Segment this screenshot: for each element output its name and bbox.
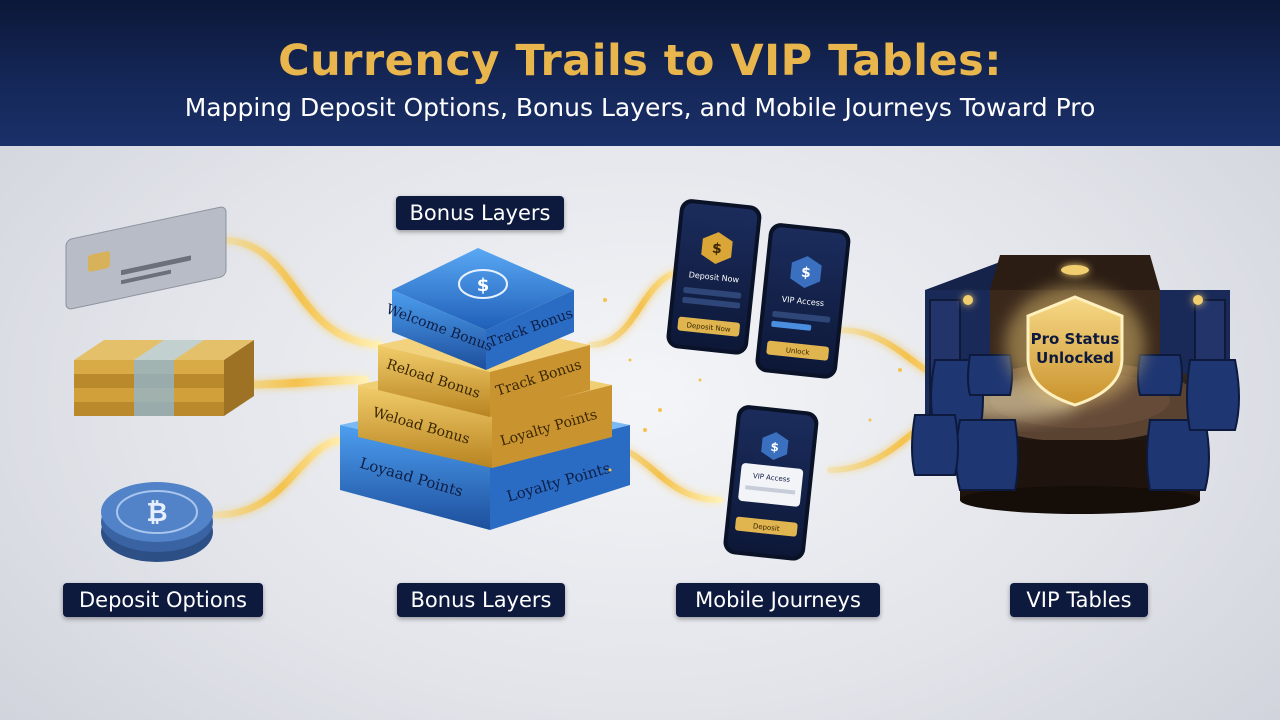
phone-card: $ VIP Access Deposit [723, 405, 819, 561]
label-bonus-layers: Bonus Layers [397, 583, 565, 617]
shield-text-line1: Pro Status [1031, 330, 1120, 348]
credit-card-icon [65, 206, 227, 310]
trail-crypto [211, 436, 349, 519]
diagram-canvas: ₿ $ Welcome Bonus Track Bonus Reload Bon… [65, 199, 1240, 562]
cash-stack-icon [74, 340, 254, 416]
label-vip-tables: VIP Tables [1010, 583, 1148, 617]
vip-room: Pro Status Unlocked [911, 255, 1240, 514]
page-subtitle: Mapping Deposit Options, Bonus Layers, a… [184, 93, 1096, 122]
wall-lamps [963, 265, 1203, 305]
label-mobile-journeys: Mobile Journeys [676, 583, 880, 617]
bonus-layer-stack: $ Welcome Bonus Track Bonus Reload Bonus… [340, 248, 630, 530]
phone-deposit: $ Deposit Now Deposit Now [666, 199, 762, 355]
vip-chairs [911, 354, 1240, 491]
shield-text-line2: Unlocked [1036, 349, 1114, 367]
svg-text:$: $ [711, 241, 722, 258]
phone2-title: VIP Access [781, 295, 824, 308]
phone3-button: Deposit [753, 522, 781, 533]
svg-text:₿: ₿ [146, 498, 167, 528]
label-deposit-options: Deposit Options [63, 583, 263, 617]
svg-text:$: $ [800, 265, 811, 282]
phone-vip-access: $ VIP Access Unlock [755, 223, 851, 379]
crypto-coin-icon: ₿ [101, 482, 213, 562]
pro-status-shield [1026, 295, 1124, 407]
svg-text:$: $ [477, 275, 490, 296]
trail-card [216, 236, 384, 349]
phone2-button: Unlock [785, 346, 810, 357]
label-bonus-layers-top: Bonus Layers [396, 196, 564, 230]
sparkles [603, 298, 902, 472]
header-banner: Currency Trails to VIP Tables: Mapping D… [0, 0, 1280, 146]
page-title: Currency Trails to VIP Tables: [278, 36, 1002, 86]
phone3-card-title: VIP Access [753, 472, 791, 484]
layer-1-top: $ [392, 248, 574, 370]
svg-text:$: $ [770, 440, 780, 455]
